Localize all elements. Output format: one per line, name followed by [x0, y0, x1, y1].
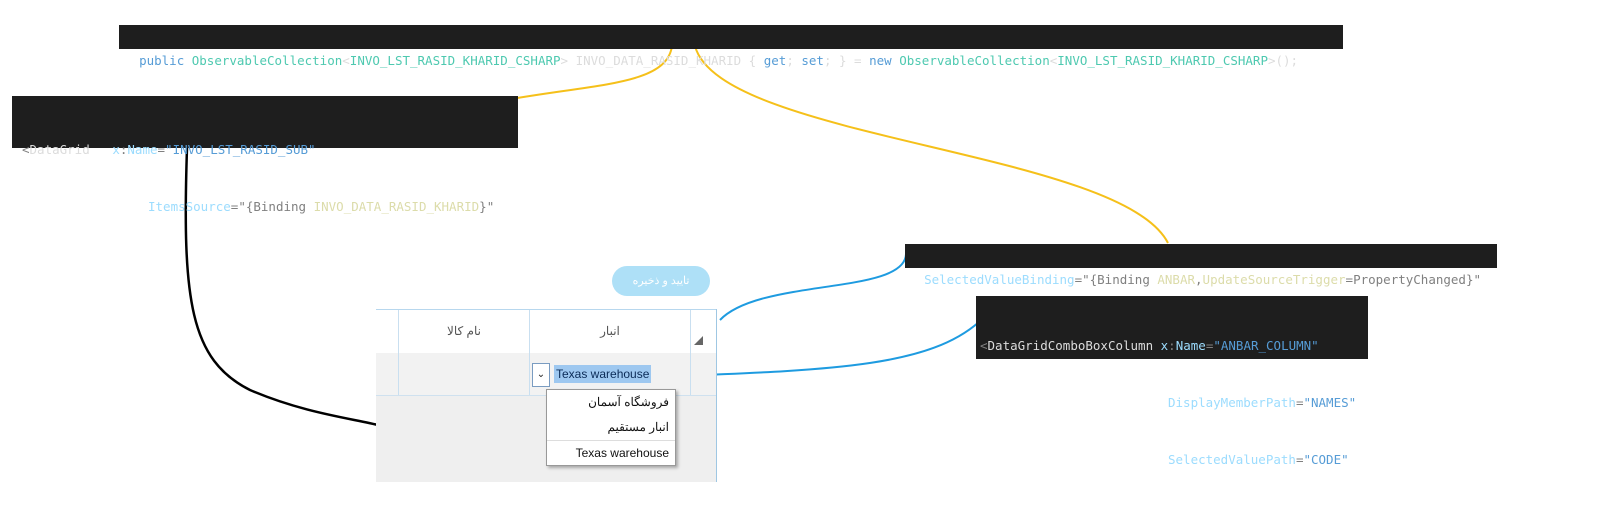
- list-item[interactable]: انبار مستقیم: [607, 420, 669, 434]
- code-token: UpdateSourceTrigger: [1202, 272, 1346, 287]
- code-token: INVO_DATA_RASID_KHARID: [575, 53, 742, 68]
- table-row[interactable]: ⌄ Texas warehouse: [376, 353, 716, 396]
- code-token: [1153, 338, 1161, 353]
- grid-header: نام کالا انبار: [376, 309, 716, 354]
- code-token: =: [230, 199, 239, 214]
- code-token: DataGridComboBoxColumn: [987, 338, 1154, 353]
- code-combobox-column: <DataGridComboBoxColumn x:Name="ANBAR_CO…: [976, 296, 1368, 467]
- code-token: new: [869, 53, 892, 68]
- code-token: }": [1465, 272, 1482, 287]
- code-token: "{Binding: [238, 199, 314, 214]
- code-token: }": [479, 199, 495, 214]
- code-token: public: [139, 53, 185, 68]
- code-token: INVO_LST_RASID_KHARID_CSHARP: [349, 53, 561, 68]
- code-token: ,: [1195, 272, 1203, 287]
- code-token: SelectedValuePath: [1168, 452, 1296, 467]
- code-token: ;: [786, 53, 802, 68]
- blue-link-combo: [675, 321, 980, 377]
- code-token: ; } =: [823, 53, 870, 68]
- code-token: {: [741, 53, 764, 68]
- chevron-down-icon[interactable]: ⌄: [532, 363, 550, 387]
- select-all-triangle-icon: [694, 336, 703, 345]
- code-token: [90, 142, 105, 157]
- code-collection-declaration: public ObservableCollection<INVO_LST_RAS…: [119, 25, 1343, 68]
- code-token: <: [22, 142, 30, 157]
- code-token: ItemsSource: [148, 199, 231, 214]
- code-token: "{Binding: [1082, 272, 1158, 287]
- row-header[interactable]: [690, 353, 716, 395]
- code-token: INVO_DATA_RASID_KHARID: [313, 199, 480, 214]
- code-token: <: [1049, 53, 1058, 68]
- cell-goods-name[interactable]: [398, 353, 529, 395]
- code-token: DisplayMemberPath: [1168, 395, 1296, 410]
- code-token: x: [1160, 338, 1169, 353]
- code-token: >: [560, 53, 576, 68]
- column-header-warehouse[interactable]: انبار: [529, 310, 690, 353]
- code-token: DataGrid: [29, 142, 90, 157]
- code-token: set: [801, 53, 824, 68]
- black-link-grid: [184, 147, 397, 434]
- code-token: :: [1168, 338, 1176, 353]
- code-token: :: [119, 142, 128, 157]
- code-token: ObservableCollection: [191, 53, 343, 68]
- code-token: Name: [127, 142, 158, 157]
- code-token: >();: [1267, 53, 1299, 68]
- code-token: <: [342, 53, 350, 68]
- row-header-corner[interactable]: [690, 310, 716, 353]
- list-item[interactable]: Texas warehouse: [547, 440, 675, 465]
- code-token: SelectedValueBinding: [924, 272, 1075, 287]
- code-token: get: [763, 53, 787, 68]
- code-token: "CODE": [1303, 452, 1349, 467]
- cell-warehouse[interactable]: [529, 353, 690, 395]
- code-token: =: [1205, 338, 1214, 353]
- code-token: "ANBAR_COLUMN": [1213, 338, 1319, 353]
- confirm-save-button[interactable]: تایید و ذخیره: [612, 266, 710, 296]
- code-token: "INVO_LST_RASID_SUB": [165, 142, 316, 157]
- code-token: =: [157, 142, 166, 157]
- code-token: =: [1345, 272, 1354, 287]
- code-token: ANBAR: [1157, 272, 1196, 287]
- code-datagrid-declaration: <DataGrid x:Name="INVO_LST_RASID_SUB" It…: [12, 96, 518, 214]
- code-token: INVO_LST_RASID_KHARID_CSHARP: [1057, 53, 1268, 68]
- code-token: PropertyChanged: [1353, 272, 1466, 287]
- code-token: <: [980, 338, 988, 353]
- warehouse-combobox-selected[interactable]: Texas warehouse: [554, 365, 652, 383]
- code-line: <DataGridComboBoxColumn x:Name="ANBAR_CO…: [976, 336, 1368, 355]
- code-line: <DataGrid x:Name="INVO_LST_RASID_SUB": [12, 140, 518, 159]
- code-token: =: [1295, 395, 1304, 410]
- code-token: ObservableCollection: [899, 53, 1050, 68]
- column-header-goods-name[interactable]: نام کالا: [398, 310, 529, 353]
- warehouse-dropdown-list[interactable]: فروشگاه آسمان انبار مستقیم Texas warehou…: [546, 389, 676, 466]
- code-token: =: [1295, 452, 1304, 467]
- code-token: "NAMES": [1303, 395, 1357, 410]
- code-line: DisplayMemberPath="NAMES": [976, 393, 1368, 412]
- code-token: Name: [1175, 338, 1206, 353]
- code-selected-value-binding: SelectedValueBinding="{Binding ANBAR,Upd…: [905, 244, 1497, 287]
- code-line: ItemsSource="{Binding INVO_DATA_RASID_KH…: [12, 197, 518, 216]
- blue-link-selected: [719, 253, 907, 321]
- code-token: =: [1074, 272, 1083, 287]
- yellow-link-selected: [694, 45, 1169, 244]
- code-line: SelectedValuePath="CODE": [976, 450, 1368, 469]
- list-item[interactable]: فروشگاه آسمان: [588, 395, 669, 409]
- code-token: x: [112, 142, 120, 157]
